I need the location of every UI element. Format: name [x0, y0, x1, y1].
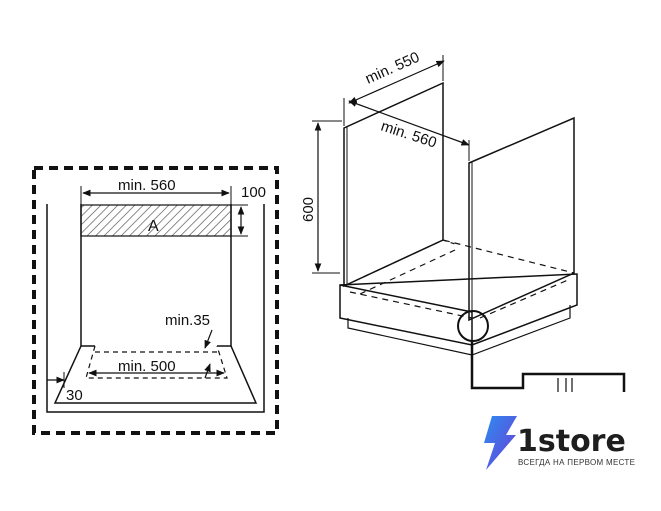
cabinet-left-panel: [343, 81, 444, 288]
ventilation-zone-a: [80, 204, 232, 237]
brand-name: 1store: [517, 424, 626, 459]
front-width-label: min. 560: [118, 177, 176, 194]
side-gap-label: 30: [66, 387, 83, 404]
front-view: A min. 560 100 min.35 min. 500 30: [32, 166, 279, 435]
cabinet-right-panel: [468, 116, 575, 322]
niche-outline: [32, 166, 279, 435]
cabinet-base: [339, 273, 578, 346]
brand-logo: 1store ВСЕГДА НА ПЕРВОМ МЕСТЕ: [484, 416, 635, 470]
bottom-width-label: min. 500: [118, 358, 176, 375]
zone-a-label: A: [148, 218, 159, 235]
cabinet-height-label: 600: [300, 197, 317, 222]
top-clearance-label: 100: [241, 184, 266, 201]
cabinet-depth-label: min. 550: [363, 49, 422, 88]
brand-tagline: ВСЕГДА НА ПЕРВОМ МЕСТЕ: [518, 458, 635, 467]
cabinet-view: min. 550 min. 560 600: [300, 49, 626, 392]
oven-base-outline: [53, 345, 258, 404]
lightning-bolt-icon: [484, 416, 517, 470]
cabinet-outer-outline: [46, 204, 265, 413]
detail-callout-leader: [470, 341, 626, 392]
depth-gap-label: min.35: [165, 312, 210, 329]
plinth-dashed: [85, 345, 228, 379]
detail-callout-circle: [457, 310, 489, 342]
